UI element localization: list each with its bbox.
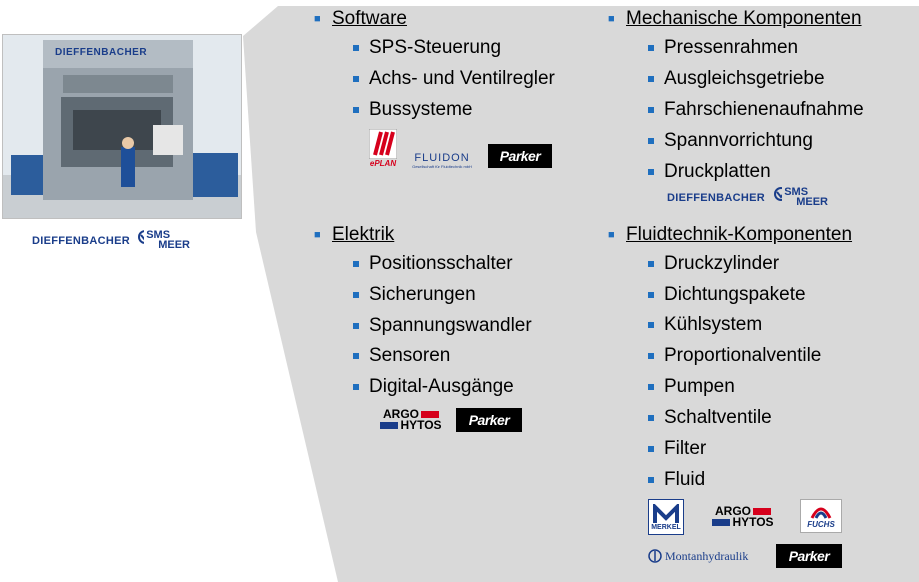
montan-emblem-icon bbox=[648, 549, 662, 563]
list-item: Kühlsystem bbox=[648, 314, 762, 336]
machine-brand-label: DIEFFENBACHER bbox=[55, 47, 148, 58]
argo-hytos-logo: ARGO HYTOS bbox=[372, 408, 450, 432]
list-item: Pressenrahmen bbox=[648, 37, 798, 59]
eplan-logo: ePLAN bbox=[368, 126, 398, 170]
list-item: Fahrschienenaufnahme bbox=[648, 99, 864, 121]
bullet-icon: ■ bbox=[314, 229, 321, 241]
montanhydraulik-logo: Montanhydraulik bbox=[648, 546, 764, 566]
list-item: Spannungswandler bbox=[353, 315, 532, 337]
list-item: Pumpen bbox=[648, 376, 735, 398]
list-item: Proportionalventile bbox=[648, 345, 821, 367]
sms-meer-logo: SMS MEER bbox=[774, 187, 828, 209]
sms-circle-icon bbox=[774, 187, 783, 201]
bullet-icon: ■ bbox=[608, 229, 615, 241]
list-item: Digital-Ausgänge bbox=[353, 376, 514, 398]
dieffenbacher-logo: DIEFFENBACHER bbox=[32, 235, 131, 247]
merkel-logo: MERKEL bbox=[648, 499, 684, 535]
list-item: Sicherungen bbox=[353, 284, 476, 306]
parker-logo: Parker bbox=[776, 544, 842, 568]
merkel-m-icon bbox=[653, 503, 679, 523]
list-item: Fluid bbox=[648, 469, 705, 491]
sms-meer-logo: SMS MEER bbox=[138, 230, 190, 252]
list-item: Bussysteme bbox=[353, 99, 472, 121]
list-item: Sensoren bbox=[353, 345, 450, 367]
parker-logo: Parker bbox=[488, 144, 552, 168]
list-item: Ausgleichsgetriebe bbox=[648, 68, 825, 90]
list-item: Spannvorrichtung bbox=[648, 130, 813, 152]
section-mechanik-title: ■ Mechanische Komponenten bbox=[608, 8, 862, 29]
parker-logo: Parker bbox=[456, 408, 522, 432]
section-fluid-title: ■ Fluidtechnik-Komponenten bbox=[608, 224, 853, 245]
fuchs-emblem-icon bbox=[810, 507, 832, 519]
bullet-icon: ■ bbox=[608, 13, 615, 25]
section-software-title: ■ Software bbox=[314, 8, 407, 29]
sms-circle-icon bbox=[138, 230, 145, 244]
press-machine-photo: DIEFFENBACHER bbox=[2, 34, 242, 219]
section-elektrik-title: ■ Elektrik bbox=[314, 224, 395, 245]
dieffenbacher-logo: DIEFFENBACHER bbox=[666, 192, 765, 204]
argo-hytos-logo: ARGO HYTOS bbox=[704, 505, 782, 529]
bullet-icon: ■ bbox=[314, 13, 321, 25]
list-item: Schaltventile bbox=[648, 407, 772, 429]
list-item: Achs- und Ventilregler bbox=[353, 68, 555, 90]
eplan-stripes-icon bbox=[369, 128, 397, 159]
list-item: Druckzylinder bbox=[648, 253, 779, 275]
fluidon-logo: FLUIDON Gesellschaft für Fluidtechnik mb… bbox=[412, 151, 472, 169]
list-item: Positionsschalter bbox=[353, 253, 513, 275]
list-item: Druckplatten bbox=[648, 161, 771, 183]
fuchs-logo: FUCHS bbox=[800, 499, 842, 533]
list-item: Dichtungspakete bbox=[648, 284, 806, 306]
list-item: Filter bbox=[648, 438, 706, 460]
list-item: SPS-Steuerung bbox=[353, 37, 501, 59]
